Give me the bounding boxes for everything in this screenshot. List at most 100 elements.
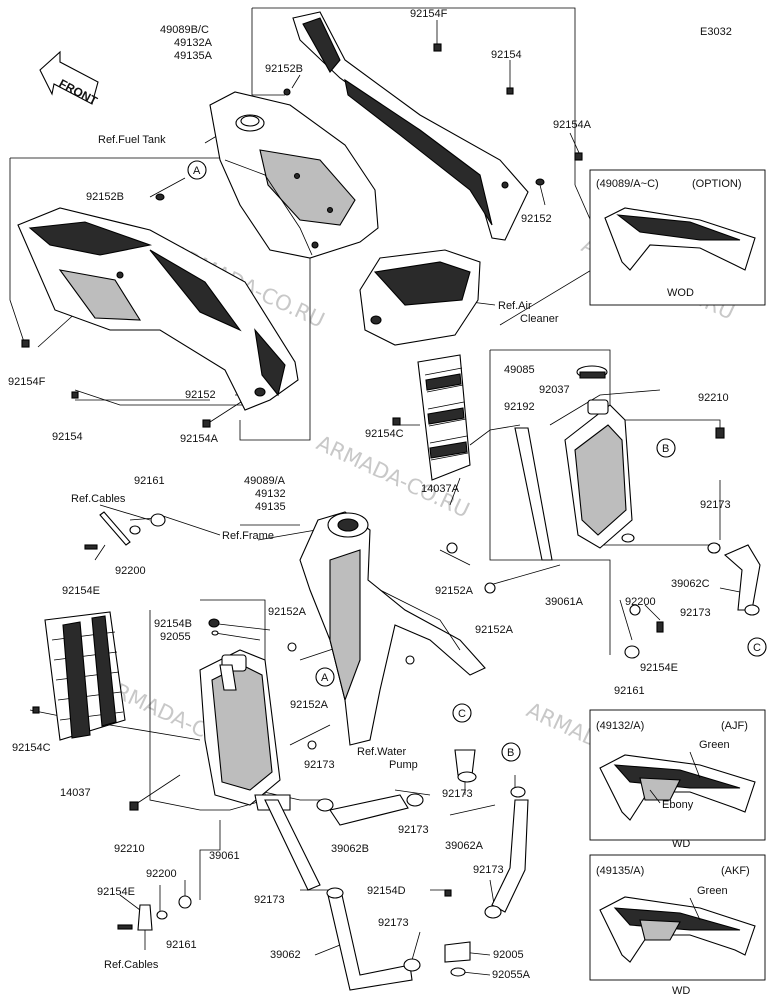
option-header: (49135/A) (596, 865, 644, 877)
part-number: 92154C (365, 428, 404, 440)
part-number: 92210 (698, 392, 729, 404)
part-number: 92152A (290, 699, 329, 711)
part-number: 49085 (504, 364, 535, 376)
part-number: 92152B (86, 191, 124, 203)
part-number: 49132 (255, 488, 286, 500)
callout-a: A (321, 672, 329, 684)
callout-c: C (753, 642, 761, 654)
callout-b: B (507, 747, 514, 759)
ref-label: Ref.Water (357, 746, 406, 758)
part-number: 39062B (331, 843, 369, 855)
option-box-akf: (49135/A) (AKF) Green WD (589, 854, 766, 997)
option-box-shrouds: (49089/A~C) (OPTION) WOD (589, 169, 766, 306)
option-tag: (AKF) (721, 865, 750, 877)
ref-label: Ref.Cables (104, 959, 159, 971)
color-label: Green (697, 885, 728, 897)
part-number: 39061 (209, 850, 240, 862)
part-number: 14037 (60, 787, 91, 799)
color-label: Green (699, 739, 730, 751)
radiator-grille-left (44, 611, 126, 741)
part-number: 49135A (174, 50, 213, 62)
fuel-tank (209, 91, 379, 259)
part-number: 92154E (62, 585, 100, 597)
part-number: 14037A (421, 483, 460, 495)
diagram-code: E3032 (700, 26, 732, 38)
part-number: 92192 (504, 401, 535, 413)
part-number: 49132A (174, 37, 213, 49)
part-number: 39061A (545, 596, 584, 608)
radiator-right (564, 365, 635, 549)
coolant-hoses (264, 544, 761, 991)
part-number: 92154E (640, 662, 678, 674)
option-tag: (OPTION) (692, 178, 742, 190)
callout-a: A (193, 165, 201, 177)
part-number: 92152A (268, 606, 307, 618)
part-number: 92055A (492, 969, 531, 981)
callout-markers: A A B B C C (187, 160, 767, 762)
part-number: 92200 (625, 596, 656, 608)
part-number: 92200 (146, 868, 177, 880)
front-arrow: FRONT (39, 50, 100, 108)
ref-label: Pump (389, 759, 418, 771)
part-labels: 49089B/C 49132A 49135A 92154F 92152B 921… (8, 8, 731, 981)
option-caption: WD (672, 838, 690, 850)
option-tag: (AJF) (721, 720, 748, 732)
part-number: 92154A (553, 119, 592, 131)
part-number: 92210 (114, 843, 145, 855)
radiator-grille-right (417, 354, 471, 481)
shroud-left (17, 207, 299, 411)
option-header: (49132/A) (596, 720, 644, 732)
part-number: 39062 (270, 949, 301, 961)
part-number: 92173 (700, 499, 731, 511)
part-number: 92154 (52, 431, 83, 443)
part-number: 92173 (680, 607, 711, 619)
part-number: 92173 (378, 917, 409, 929)
part-number: 92154A (180, 433, 219, 445)
part-number: 92154B (154, 618, 192, 630)
ref-label: Ref.Frame (222, 530, 274, 542)
hardware-parts (21, 43, 760, 977)
breather-hose (514, 427, 553, 561)
part-number: 92154D (367, 885, 406, 897)
part-number: 92154F (410, 8, 448, 20)
ref-label: Cleaner (520, 313, 559, 325)
part-number: 49089/A (244, 475, 286, 487)
part-number: 92161 (166, 939, 197, 951)
color-label: Ebony (662, 799, 694, 811)
shroud-upper (292, 11, 529, 241)
frame (299, 511, 486, 746)
part-number: 92154F (8, 376, 46, 388)
part-number: 92152B (265, 63, 303, 75)
part-number: 92200 (115, 565, 146, 577)
part-number: 92152A (475, 624, 514, 636)
part-number: 92173 (254, 894, 285, 906)
part-number: 92161 (614, 685, 645, 697)
option-box-ajf: (49132/A) (AJF) Green Ebony WD (589, 709, 766, 850)
part-number: 92154C (12, 742, 51, 754)
option-header: (49089/A~C) (596, 178, 659, 190)
part-number: 92173 (398, 824, 429, 836)
part-number: 92173 (473, 864, 504, 876)
ref-label: Ref.Fuel Tank (98, 134, 166, 146)
part-number: 92152A (435, 585, 474, 597)
part-number: 92055 (160, 631, 191, 643)
part-number: 92161 (134, 475, 165, 487)
air-cleaner-box (359, 249, 481, 346)
part-number: 92152 (185, 389, 216, 401)
part-number: 92173 (442, 788, 473, 800)
ref-label: Ref.Cables (71, 493, 126, 505)
part-number: 92173 (304, 759, 335, 771)
part-number: 49089B/C (160, 24, 209, 36)
part-number: 92037 (539, 384, 570, 396)
part-number: 39062C (671, 578, 710, 590)
part-number: 39062A (445, 840, 484, 852)
part-number: 92154 (491, 49, 522, 61)
ref-label: Ref.Air (498, 300, 532, 312)
part-number: 49135 (255, 501, 286, 513)
callout-b: B (662, 443, 669, 455)
part-number: 92005 (493, 949, 524, 961)
option-caption: WD (672, 985, 690, 997)
option-caption: WOD (667, 287, 694, 299)
